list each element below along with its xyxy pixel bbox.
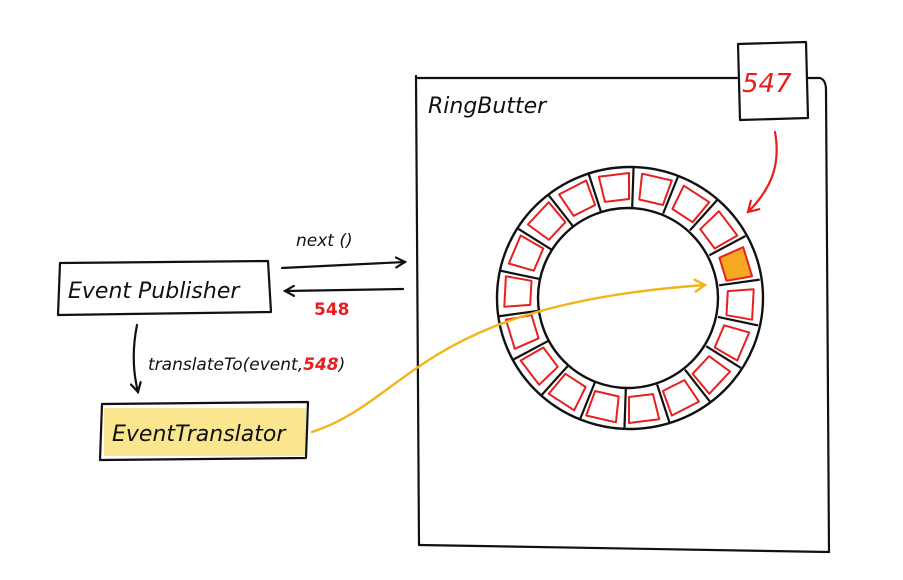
- ring-buffer-title: RingButter: [428, 94, 548, 119]
- ring-slot-divider: [705, 345, 742, 369]
- ring-slot: [597, 172, 630, 203]
- ring-slot-divider: [708, 235, 747, 257]
- ring-slot: [585, 390, 620, 424]
- ring-slot: [725, 288, 755, 321]
- ring-slot-divider: [587, 172, 602, 212]
- next-call-arrow: [280, 262, 405, 270]
- ring-slot: [671, 184, 711, 224]
- ring-slots: [498, 166, 760, 430]
- sequence-pointer-arrow: [748, 130, 778, 212]
- ring-slot: [558, 179, 597, 217]
- ring-slot-divider: [717, 315, 759, 327]
- ring-slot-divider: [662, 175, 680, 215]
- ring-slot-divider: [689, 199, 719, 232]
- ring-slot: [547, 372, 587, 412]
- ring-slot-divider: [511, 339, 550, 361]
- ring-slot: [504, 314, 540, 350]
- translate-call-number: 548: [303, 355, 339, 375]
- event-publisher-box: [56, 259, 273, 317]
- ring-slot-divider: [684, 369, 712, 403]
- ring-slot: [699, 210, 739, 250]
- event-publisher-label: Event Publisher: [68, 279, 241, 304]
- translate-call-suffix: ): [337, 355, 346, 375]
- ring-slot-divider: [631, 166, 635, 208]
- translate-call-arrow: [134, 323, 138, 392]
- ring-buffer-frame: [414, 74, 831, 554]
- ring-slot-divider: [656, 384, 671, 424]
- ring-slot: [691, 355, 732, 395]
- ring-slot: [503, 275, 533, 308]
- ring-slot-divider: [718, 278, 760, 287]
- sequence-box: [736, 40, 810, 122]
- event-translator-box: [98, 400, 310, 462]
- ring-slot: [628, 393, 661, 424]
- return-sequence-arrow: [285, 289, 405, 291]
- return-sequence-label: 548: [314, 300, 350, 320]
- sequence-number: 547: [742, 69, 792, 99]
- ring-slot-divider: [499, 269, 541, 281]
- ring: [495, 165, 765, 431]
- next-call-label: next (): [296, 231, 353, 251]
- translate-call-label: translateTo(event,548): [148, 355, 345, 375]
- ring-slot: [526, 201, 567, 241]
- ring-slot-divider: [578, 381, 596, 421]
- ring-slot-current: [718, 246, 754, 282]
- ring-slot-divider: [623, 388, 627, 430]
- ring-slot-divider: [539, 364, 569, 397]
- translator-write-arrow: [310, 285, 705, 434]
- ring-slot: [661, 379, 700, 417]
- ring-slot: [638, 172, 673, 206]
- ring-slot: [519, 346, 559, 386]
- ring-slot: [507, 234, 545, 272]
- ring-slot: [713, 324, 751, 362]
- ring-slot-divider: [516, 227, 553, 251]
- ring-slot-divider: [498, 309, 540, 318]
- ring-slot-divider: [546, 193, 574, 227]
- translate-call-prefix: translateTo(event,: [148, 355, 303, 375]
- event-translator-label: EventTranslator: [112, 422, 287, 447]
